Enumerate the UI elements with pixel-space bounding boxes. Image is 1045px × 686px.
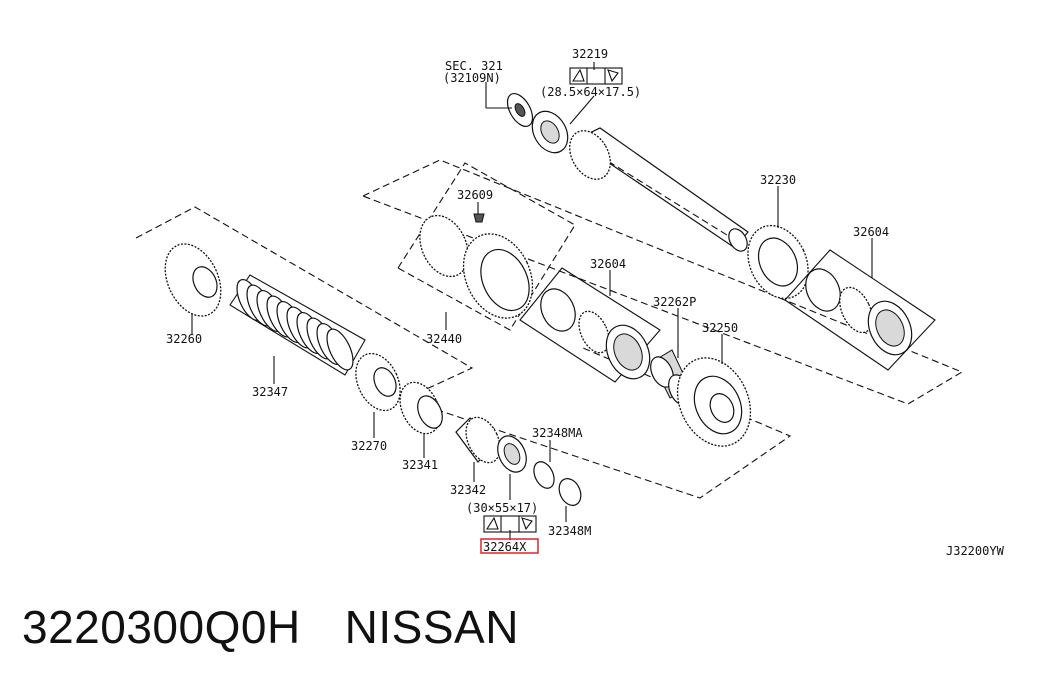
label-32604-right: 32604 <box>853 225 889 239</box>
bearing-symbol-32219 <box>569 67 623 85</box>
label-32250: 32250 <box>702 321 738 335</box>
front-bearing-group <box>506 93 569 154</box>
label-32264X-dimensions: (30×55×17) <box>466 501 538 515</box>
assembly-outlines <box>135 159 964 499</box>
label-32348M: 32348M <box>548 524 591 538</box>
gear-32440 <box>419 213 534 319</box>
label-32348MA: 32348MA <box>532 426 583 440</box>
label-32219: 32219 <box>572 47 608 61</box>
synchro-set-middle <box>519 267 661 383</box>
label-32440: 32440 <box>426 332 462 346</box>
gear-32230 <box>747 224 809 300</box>
label-32264X: 32264X <box>483 540 527 554</box>
diagram-code: J32200YW <box>946 544 1005 558</box>
label-32230: 32230 <box>760 173 796 187</box>
gear-32342 <box>455 416 501 464</box>
label-32270: 32270 <box>351 439 387 453</box>
gear-32260 <box>164 243 222 317</box>
label-32342: 32342 <box>450 483 486 497</box>
main-shaft <box>569 127 749 252</box>
label-32347: 32347 <box>252 385 288 399</box>
label-sec-ref: (32109N) <box>443 71 501 85</box>
label-32219-dimensions: (28.5×64×17.5) <box>540 85 641 99</box>
shim-ring <box>326 328 354 371</box>
brand-name: NISSAN <box>344 601 519 653</box>
label-32262P: 32262P <box>653 295 696 309</box>
highlight-box <box>480 538 539 554</box>
rear-bearing-group <box>497 435 582 506</box>
gear-32270 <box>355 352 401 412</box>
label-32341: 32341 <box>402 458 438 472</box>
bearing-symbol-32264X <box>483 515 537 533</box>
label-32604-middle: 32604 <box>590 257 626 271</box>
part-number: 3220300Q0H <box>22 601 301 653</box>
leader-lines <box>191 62 873 540</box>
label-32609: 32609 <box>457 188 493 202</box>
label-32260: 32260 <box>166 332 202 346</box>
shim-set-32347 <box>229 274 366 376</box>
synchro-set-right <box>784 249 936 371</box>
gear-32341 <box>399 381 443 435</box>
footer-caption: 3220300Q0H NISSAN <box>22 600 519 654</box>
gear-32250 <box>676 357 752 447</box>
label-sec: SEC. 321 <box>445 59 503 73</box>
